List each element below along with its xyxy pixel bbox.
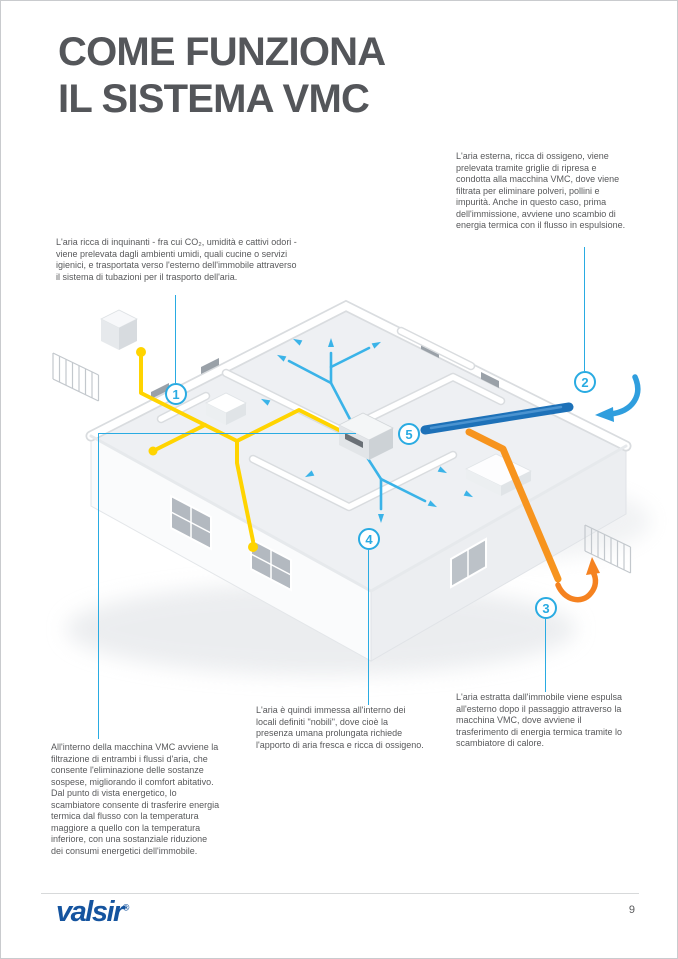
- leader-line-1: [175, 295, 176, 383]
- exhaust-pipe-orange: [465, 428, 562, 583]
- leader-line-5-vertical: [98, 433, 99, 739]
- page-number: 9: [628, 904, 635, 916]
- intake-arrow: [595, 374, 641, 422]
- note-polluted-air: L'aria ricca di inquinanti - fra cui CO₂…: [56, 237, 297, 282]
- leader-line-3: [545, 619, 546, 692]
- callout-4: 4: [358, 528, 380, 550]
- leader-line-4: [368, 550, 369, 705]
- title-line-2: IL SISTEMA VMC: [58, 77, 370, 121]
- callout-1: 1: [165, 383, 187, 405]
- callout-5: 5: [398, 423, 420, 445]
- title-line-1: COME FUNZIONA: [58, 30, 386, 74]
- leader-line-5-horizontal: [98, 433, 356, 434]
- valsir-logo-text: valsir: [56, 896, 124, 928]
- exhaust-arrow: [555, 557, 600, 603]
- callout-2: 2: [574, 371, 596, 393]
- callout-4-number: 4: [365, 531, 373, 547]
- page-title: COME FUNZIONA IL SISTEMA VMC: [58, 29, 386, 123]
- intake-pipe-dark-blue: [420, 402, 574, 435]
- callout-3: 3: [535, 597, 557, 619]
- supply-ducts-blue: [287, 346, 427, 511]
- facade-window: [170, 494, 212, 551]
- note-supply-air: L'aria è quindi immessa all'interno dei …: [256, 705, 424, 750]
- note-vmc-machine: All'interno della macchina VMC avviene l…: [51, 742, 220, 856]
- leader-line-2: [584, 247, 585, 371]
- facade-window: [250, 537, 292, 592]
- note-outside-air: L'aria esterna, ricca di ossigeno, viene…: [456, 151, 626, 230]
- callout-1-number: 1: [172, 386, 180, 402]
- facade-window: [450, 537, 487, 589]
- note-exhaust-air: L'aria estratta dall'immobile viene espu…: [456, 692, 623, 748]
- furniture-blocks: [205, 392, 532, 496]
- callout-2-number: 2: [581, 374, 589, 390]
- registered-mark: ®: [122, 902, 130, 913]
- interior-walls: [156, 326, 506, 512]
- extract-ducts-yellow: [136, 347, 349, 552]
- footer-divider: [41, 893, 639, 894]
- callout-5-number: 5: [405, 426, 413, 442]
- callout-3-number: 3: [542, 600, 550, 616]
- balcony-railing-right: [584, 524, 632, 574]
- roof-block: [100, 309, 138, 350]
- balcony-railing-left: [52, 352, 100, 402]
- valsir-logo: valsir®: [56, 896, 129, 929]
